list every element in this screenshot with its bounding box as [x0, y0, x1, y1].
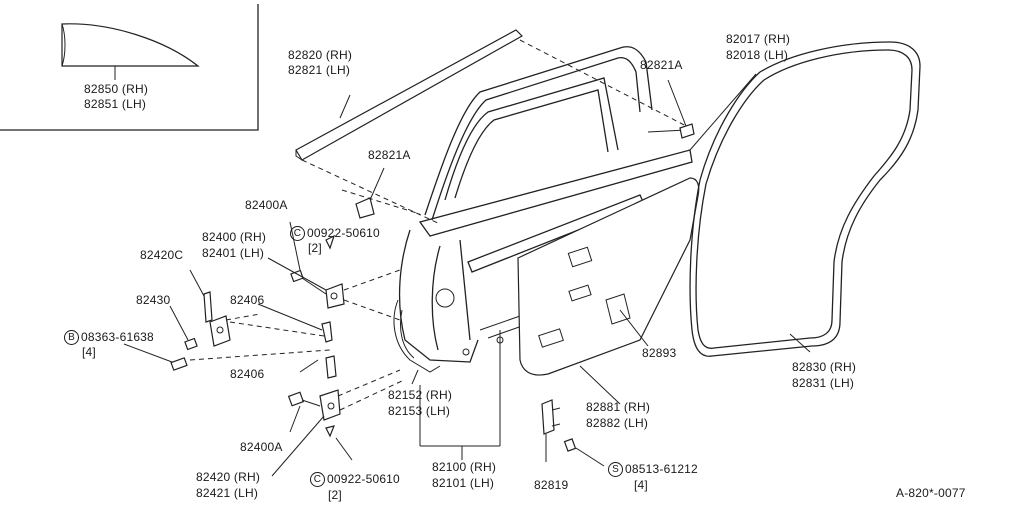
moulding-clip-parts	[341, 79, 695, 219]
check-link-assembly	[123, 269, 331, 371]
door-trim-panel	[517, 177, 700, 405]
inset-part-lh: 82851 (LH)	[84, 97, 147, 111]
label-bracket: 82819	[534, 478, 569, 492]
label-moulding-a-top: 82821A	[640, 58, 683, 72]
label-upper-sash-rh: 82820 (RH)	[288, 48, 353, 62]
label-upper-hinge-rh: 82400 (RH)	[202, 230, 267, 244]
lower-hinge-assembly	[271, 355, 405, 477]
label-seal: 82893	[642, 346, 677, 360]
label-body-weatherstrip-rh: 82830 (RH)	[792, 360, 857, 374]
bolt-part: 08363-61638	[81, 330, 154, 344]
label-trim-lh: 82882 (LH)	[586, 416, 649, 430]
label-upper-sash-lh: 82821 (LH)	[288, 63, 351, 77]
label-check-link: 82420C	[140, 248, 184, 262]
label-sealing-screen-lh: 82153 (LH)	[388, 404, 451, 418]
label-pin-upper: 82406	[230, 293, 265, 307]
label-hinge-bolt-lower: 82400A	[240, 440, 283, 454]
label-weatherstrip-rh: 82017 (RH)	[726, 32, 791, 46]
code-circle-c: C	[290, 226, 305, 242]
bracket-82819	[541, 399, 605, 467]
label-moulding-a-mid: 82821A	[368, 148, 411, 162]
label-lower-hinge-lh: 82421 (LH)	[196, 486, 259, 500]
label-clip-upper-qty: [2]	[308, 241, 322, 255]
label-stopper: 82430	[136, 293, 171, 307]
body-weatherstrip	[689, 41, 921, 357]
door-panel-leader	[419, 330, 501, 460]
code-circle-s: S	[608, 462, 623, 478]
label-body-weatherstrip-lh: 82831 (LH)	[792, 376, 855, 390]
inset-frame	[0, 4, 259, 131]
label-upper-hinge-lh: 82401 (LH)	[202, 246, 265, 260]
clip-lower-part: 00922-50610	[327, 472, 400, 486]
sealing-screen	[393, 299, 441, 385]
label-bolt-qty: [4]	[82, 345, 96, 359]
label-hinge-bolt-upper: 82400A	[245, 198, 288, 212]
upper-sash-strip	[295, 29, 691, 225]
code-circle-c-lower: C	[310, 472, 325, 488]
drawing-code: A-820*-0077	[896, 486, 966, 500]
label-clip-lower-qty: [2]	[328, 488, 342, 502]
label-pin-lower: 82406	[230, 367, 265, 381]
inset-part-drawing	[61, 23, 200, 80]
inset-part-rh: 82850 (RH)	[84, 82, 149, 96]
label-screw-qty: [4]	[634, 478, 648, 492]
code-circle-b: B	[64, 330, 79, 346]
screw-part: 08513-61212	[625, 462, 698, 476]
label-door-panel-rh: 82100 (RH)	[432, 460, 497, 474]
label-door-panel-lh: 82101 (LH)	[432, 476, 495, 490]
label-sealing-screen-rh: 82152 (RH)	[388, 388, 453, 402]
label-weatherstrip-lh: 82018 (LH)	[726, 48, 789, 62]
label-trim-rh: 82881 (RH)	[586, 400, 651, 414]
label-lower-hinge-rh: 82420 (RH)	[196, 470, 261, 484]
clip-upper-part: 00922-50610	[307, 226, 380, 240]
